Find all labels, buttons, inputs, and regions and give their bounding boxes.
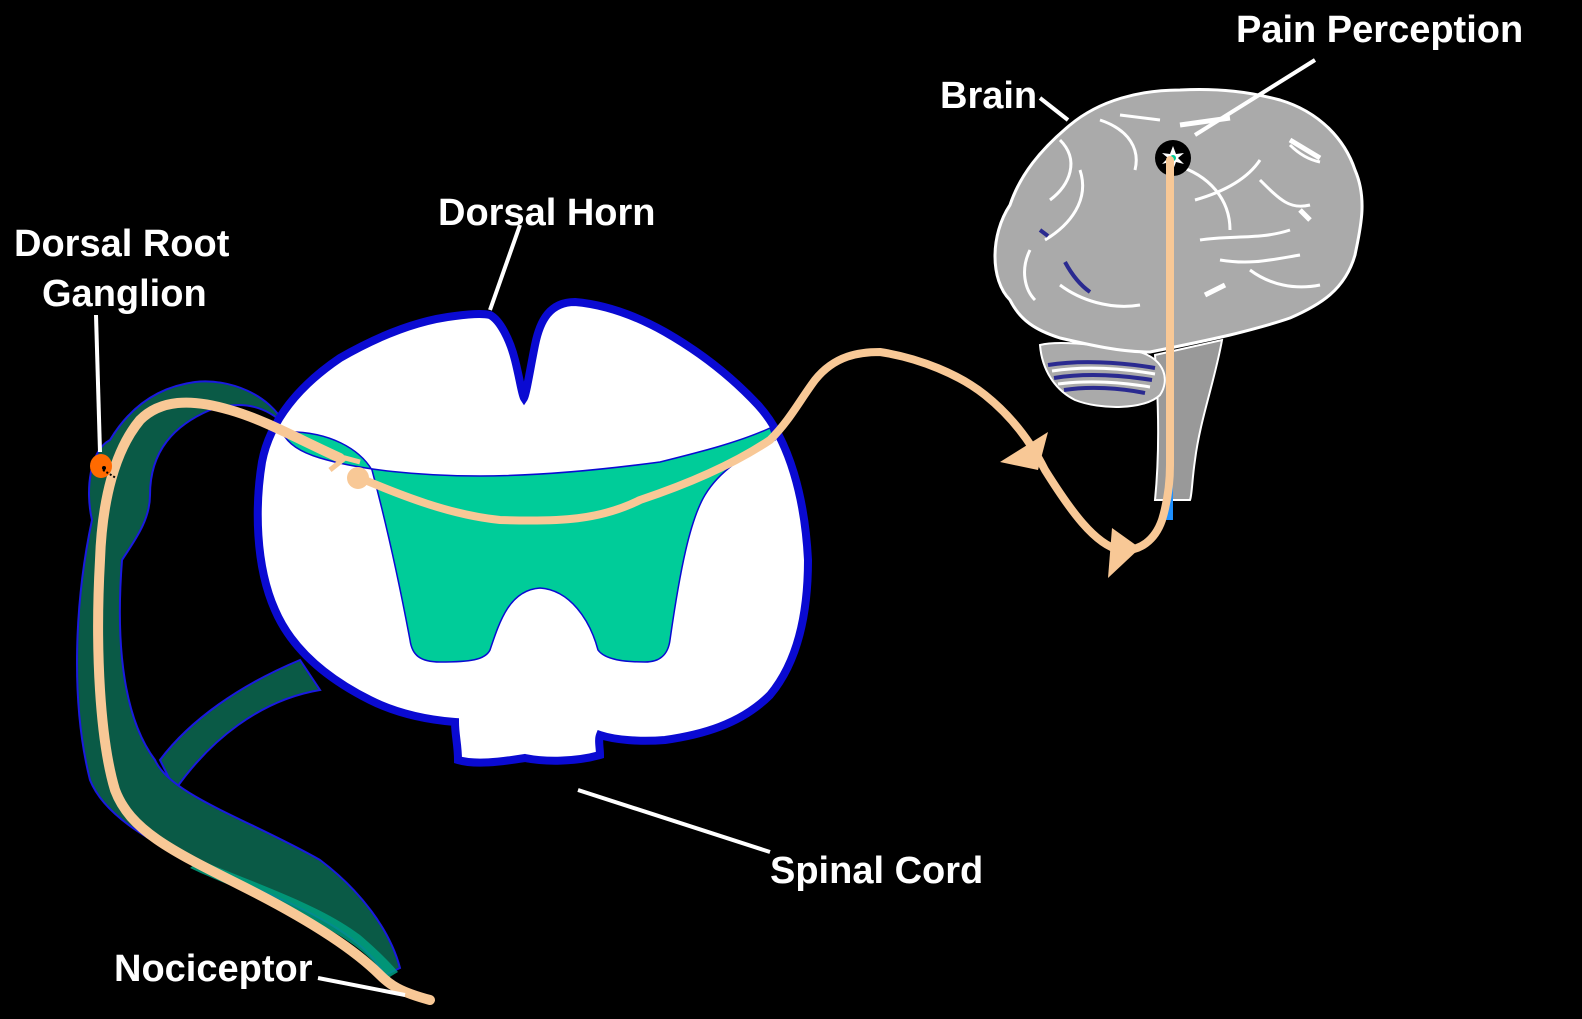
label-spinal-cord: Spinal Cord [770, 850, 983, 892]
label-brain: Brain [940, 75, 1037, 117]
synapse [347, 467, 369, 489]
label-nociceptor: Nociceptor [114, 948, 313, 990]
ganglion-cell-nucleus [102, 466, 106, 470]
label-dorsal-root-line2: Ganglion [42, 273, 207, 315]
ganglion-cell-body [90, 454, 112, 478]
label-pain-perception: Pain Perception [1236, 9, 1523, 51]
label-dorsal-horn: Dorsal Horn [438, 192, 655, 234]
label-dorsal-root-line1: Dorsal Root [14, 223, 230, 265]
